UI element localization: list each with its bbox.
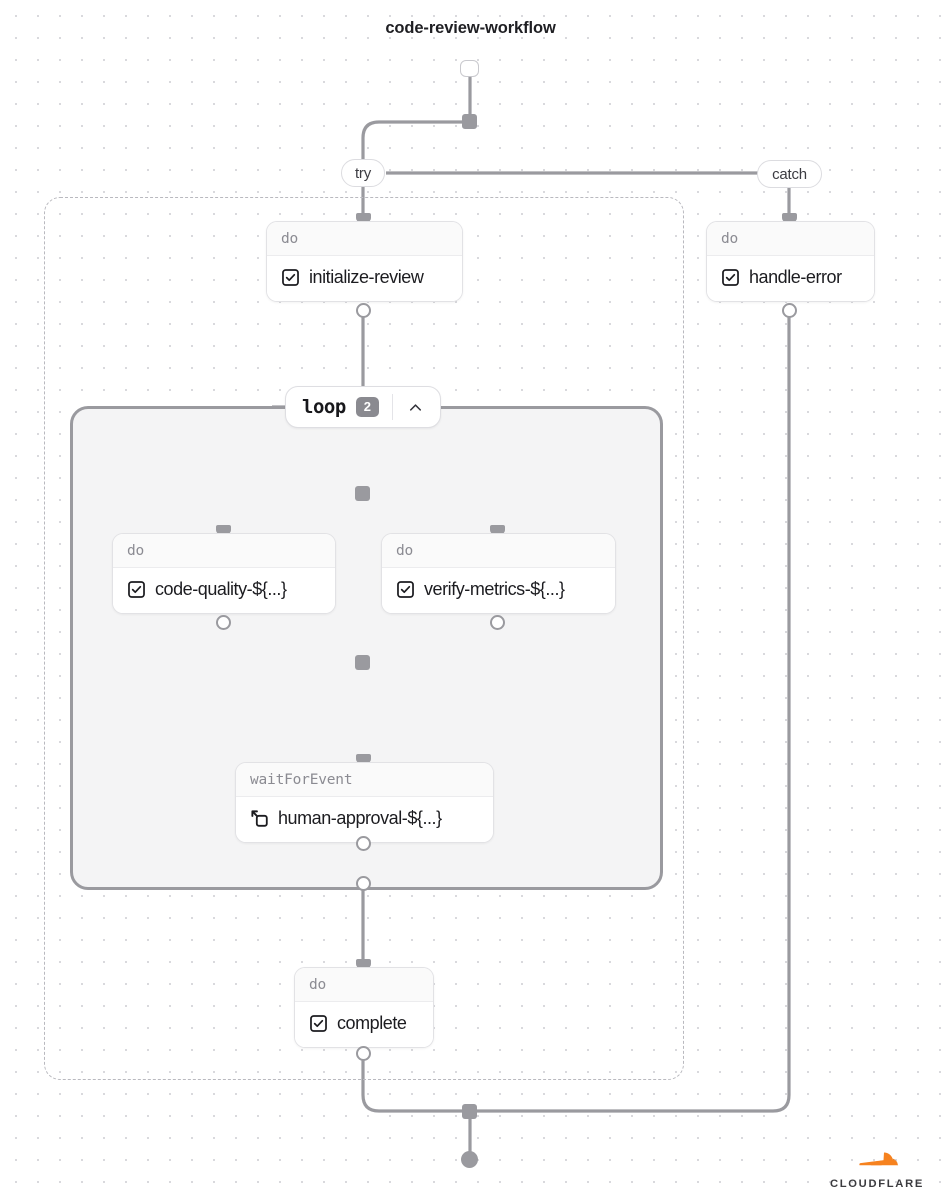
start-node[interactable] bbox=[460, 60, 479, 77]
catch-label: catch bbox=[772, 165, 807, 183]
try-pill[interactable]: try bbox=[341, 159, 385, 187]
branch-merge-junction bbox=[355, 655, 370, 670]
try-label: try bbox=[354, 164, 372, 182]
verify-metrics-target-handle bbox=[490, 525, 505, 534]
node-code-quality[interactable]: do code-quality-${...} bbox=[112, 533, 336, 614]
code-quality-source-handle bbox=[216, 615, 231, 630]
check-square-icon bbox=[282, 269, 299, 286]
loop-keyword: loop bbox=[302, 396, 346, 418]
node-header: do bbox=[113, 534, 335, 568]
node-verify-metrics[interactable]: do verify-metrics-${...} bbox=[381, 533, 616, 614]
initialize-review-target-handle bbox=[356, 213, 371, 222]
bottom-merge-junction bbox=[462, 1104, 477, 1119]
check-square-icon bbox=[722, 269, 739, 286]
human-approval-source-handle bbox=[356, 836, 371, 851]
loop-exit-handle bbox=[356, 876, 371, 891]
loop-control-pill[interactable]: loop 2 bbox=[285, 386, 441, 428]
code-quality-target-handle bbox=[216, 525, 231, 534]
enter-square-icon bbox=[251, 810, 268, 827]
node-header: do bbox=[382, 534, 615, 568]
node-body: verify-metrics-${...} bbox=[382, 568, 615, 613]
node-label: human-approval-${...} bbox=[278, 808, 442, 828]
catch-pill[interactable]: catch bbox=[757, 160, 822, 188]
try-catch-container bbox=[44, 197, 684, 1080]
node-header: waitForEvent bbox=[236, 763, 493, 797]
loop-divider bbox=[392, 394, 393, 420]
loop-collapse-button[interactable] bbox=[393, 387, 437, 427]
handle-error-target-handle bbox=[782, 213, 797, 222]
node-label: verify-metrics-${...} bbox=[424, 579, 565, 599]
initialize-review-source-handle bbox=[356, 303, 371, 318]
cloudflare-wordmark: CLOUDFLARE bbox=[829, 1178, 925, 1190]
node-label: handle-error bbox=[749, 267, 842, 287]
node-body: handle-error bbox=[707, 256, 874, 301]
node-initialize-review[interactable]: do initialize-review bbox=[266, 221, 463, 302]
check-square-icon bbox=[397, 581, 414, 598]
loop-pill-main: loop 2 bbox=[286, 387, 392, 427]
chevron-up-icon bbox=[409, 403, 421, 411]
node-label: code-quality-${...} bbox=[155, 579, 287, 599]
cloudflare-logo: CLOUDFLARE bbox=[825, 1146, 929, 1190]
node-header: do bbox=[295, 968, 433, 1002]
cloudflare-cloud-icon bbox=[859, 1152, 899, 1166]
node-human-approval[interactable]: waitForEvent human-approval-${...} bbox=[235, 762, 494, 843]
node-complete[interactable]: do complete bbox=[294, 967, 434, 1048]
start-junction bbox=[462, 114, 477, 129]
node-handle-error[interactable]: do handle-error bbox=[706, 221, 875, 302]
complete-source-handle bbox=[356, 1046, 371, 1061]
check-square-icon bbox=[128, 581, 145, 598]
node-header: do bbox=[707, 222, 874, 256]
node-label: complete bbox=[337, 1013, 407, 1033]
loop-iteration-badge: 2 bbox=[355, 396, 379, 418]
page-title: code-review-workflow bbox=[385, 19, 556, 37]
complete-target-handle bbox=[356, 959, 371, 968]
node-body: human-approval-${...} bbox=[236, 797, 493, 842]
human-approval-target-handle bbox=[356, 754, 371, 763]
node-header: do bbox=[267, 222, 462, 256]
node-label: initialize-review bbox=[309, 267, 424, 287]
node-body: initialize-review bbox=[267, 256, 462, 301]
check-square-icon bbox=[310, 1015, 327, 1032]
end-node[interactable] bbox=[461, 1151, 478, 1168]
branch-split-junction bbox=[355, 486, 370, 501]
node-body: code-quality-${...} bbox=[113, 568, 335, 613]
handle-error-source-handle bbox=[782, 303, 797, 318]
verify-metrics-source-handle bbox=[490, 615, 505, 630]
node-body: complete bbox=[295, 1002, 433, 1047]
